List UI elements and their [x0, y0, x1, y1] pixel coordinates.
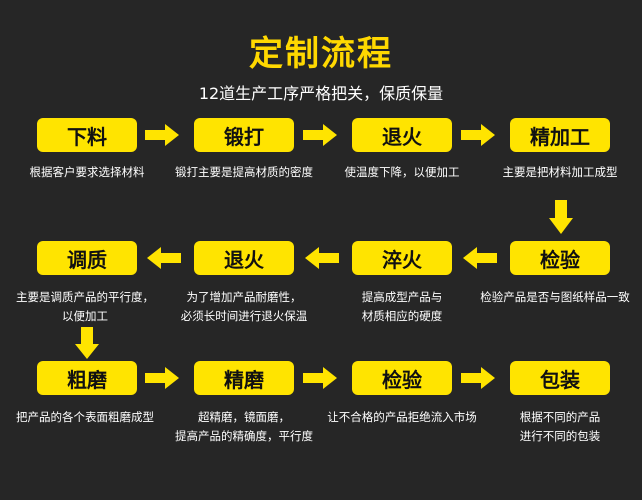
step-description: 使温度下降，以便加工 — [322, 163, 482, 182]
step-label: 调质 — [67, 247, 107, 272]
desc-line: 检验产品是否与图纸样品一致 — [480, 290, 630, 304]
desc-line: 把产品的各个表面粗磨成型 — [16, 410, 154, 424]
step-tuihuo-2: 退火 — [194, 241, 294, 275]
desc-line: 让不合格的产品拒绝流入市场 — [327, 410, 477, 424]
step-description: 主要是调质产品的平行度， 以便加工 — [0, 288, 170, 326]
arrow-right-icon — [145, 124, 179, 146]
step-tiaozhi: 调质 — [37, 241, 137, 275]
desc-line: 主要是把材料加工成型 — [502, 165, 618, 179]
step-tuihuo-1: 退火 — [352, 118, 452, 152]
step-label: 淬火 — [382, 247, 422, 272]
step-cuihuo: 淬火 — [352, 241, 452, 275]
step-description: 超精磨，镜面磨， 提高产品的精确度，平行度 — [164, 408, 324, 446]
desc-line: 根据不同的产品 — [519, 410, 601, 424]
step-jianyan-2: 检验 — [352, 361, 452, 395]
desc-line: 根据客户要求选择材料 — [29, 165, 145, 179]
step-description: 主要是把材料加工成型 — [480, 163, 640, 182]
step-label: 锻打 — [224, 124, 264, 149]
desc-line: 锻打主要是提高材质的密度 — [175, 165, 313, 179]
step-description: 提高成型产品与材质相应的硬度 — [322, 288, 482, 326]
step-jianyan-1: 检验 — [510, 241, 610, 275]
arrow-left-icon — [305, 247, 339, 269]
desc-line: 必须长时间进行退火保温 — [180, 309, 308, 323]
step-description: 为了增加产品耐磨性， 必须长时间进行退火保温 — [164, 288, 324, 326]
step-label: 粗磨 — [67, 367, 107, 392]
arrow-left-icon — [147, 247, 181, 269]
desc-line: 提高成型产品与 — [361, 290, 443, 304]
step-jingmo: 精磨 — [194, 361, 294, 395]
desc-line: 使温度下降，以便加工 — [344, 165, 460, 179]
arrow-left-icon — [463, 247, 497, 269]
step-label: 精加工 — [530, 124, 590, 149]
step-cumo: 粗磨 — [37, 361, 137, 395]
step-description: 根据客户要求选择材料 — [7, 163, 167, 182]
desc-line: 进行不同的包装 — [519, 429, 601, 443]
step-label: 精磨 — [224, 367, 264, 392]
arrow-right-icon — [461, 367, 495, 389]
desc-line: 以便加工 — [62, 309, 108, 323]
arrow-right-icon — [461, 124, 495, 146]
desc-line: 提高产品的精确度，平行度 — [175, 429, 313, 443]
step-jingjiagong: 精加工 — [510, 118, 610, 152]
step-description: 检验产品是否与图纸样品一致 — [468, 288, 642, 307]
step-description: 把产品的各个表面粗磨成型 — [0, 408, 170, 427]
step-description: 锻打主要是提高材质的密度 — [164, 163, 324, 182]
page-title: 定制流程 — [249, 34, 393, 74]
step-baozhuang: 包装 — [510, 361, 610, 395]
step-xialiao: 下料 — [37, 118, 137, 152]
step-label: 检验 — [540, 247, 580, 272]
arrow-right-icon — [145, 367, 179, 389]
step-label: 退火 — [224, 247, 264, 272]
step-label: 下料 — [67, 124, 107, 149]
arrow-right-icon — [303, 124, 337, 146]
step-label: 退火 — [382, 124, 422, 149]
step-label: 检验 — [382, 367, 422, 392]
arrow-down-icon — [549, 200, 573, 234]
step-description: 让不合格的产品拒绝流入市场 — [315, 408, 489, 427]
arrow-down-icon — [75, 327, 99, 359]
desc-line: 超精磨，镜面磨， — [198, 410, 290, 424]
step-duanda: 锻打 — [194, 118, 294, 152]
page-subtitle: 12道生产工序严格把关，保质保量 — [198, 84, 444, 103]
arrow-right-icon — [303, 367, 337, 389]
step-label: 包装 — [540, 367, 580, 392]
desc-line: 材质相应的硬度 — [361, 309, 443, 323]
step-description: 根据不同的产品进行不同的包装 — [480, 408, 640, 446]
desc-line: 主要是调质产品的平行度， — [16, 290, 154, 304]
desc-line: 为了增加产品耐磨性， — [186, 290, 302, 304]
